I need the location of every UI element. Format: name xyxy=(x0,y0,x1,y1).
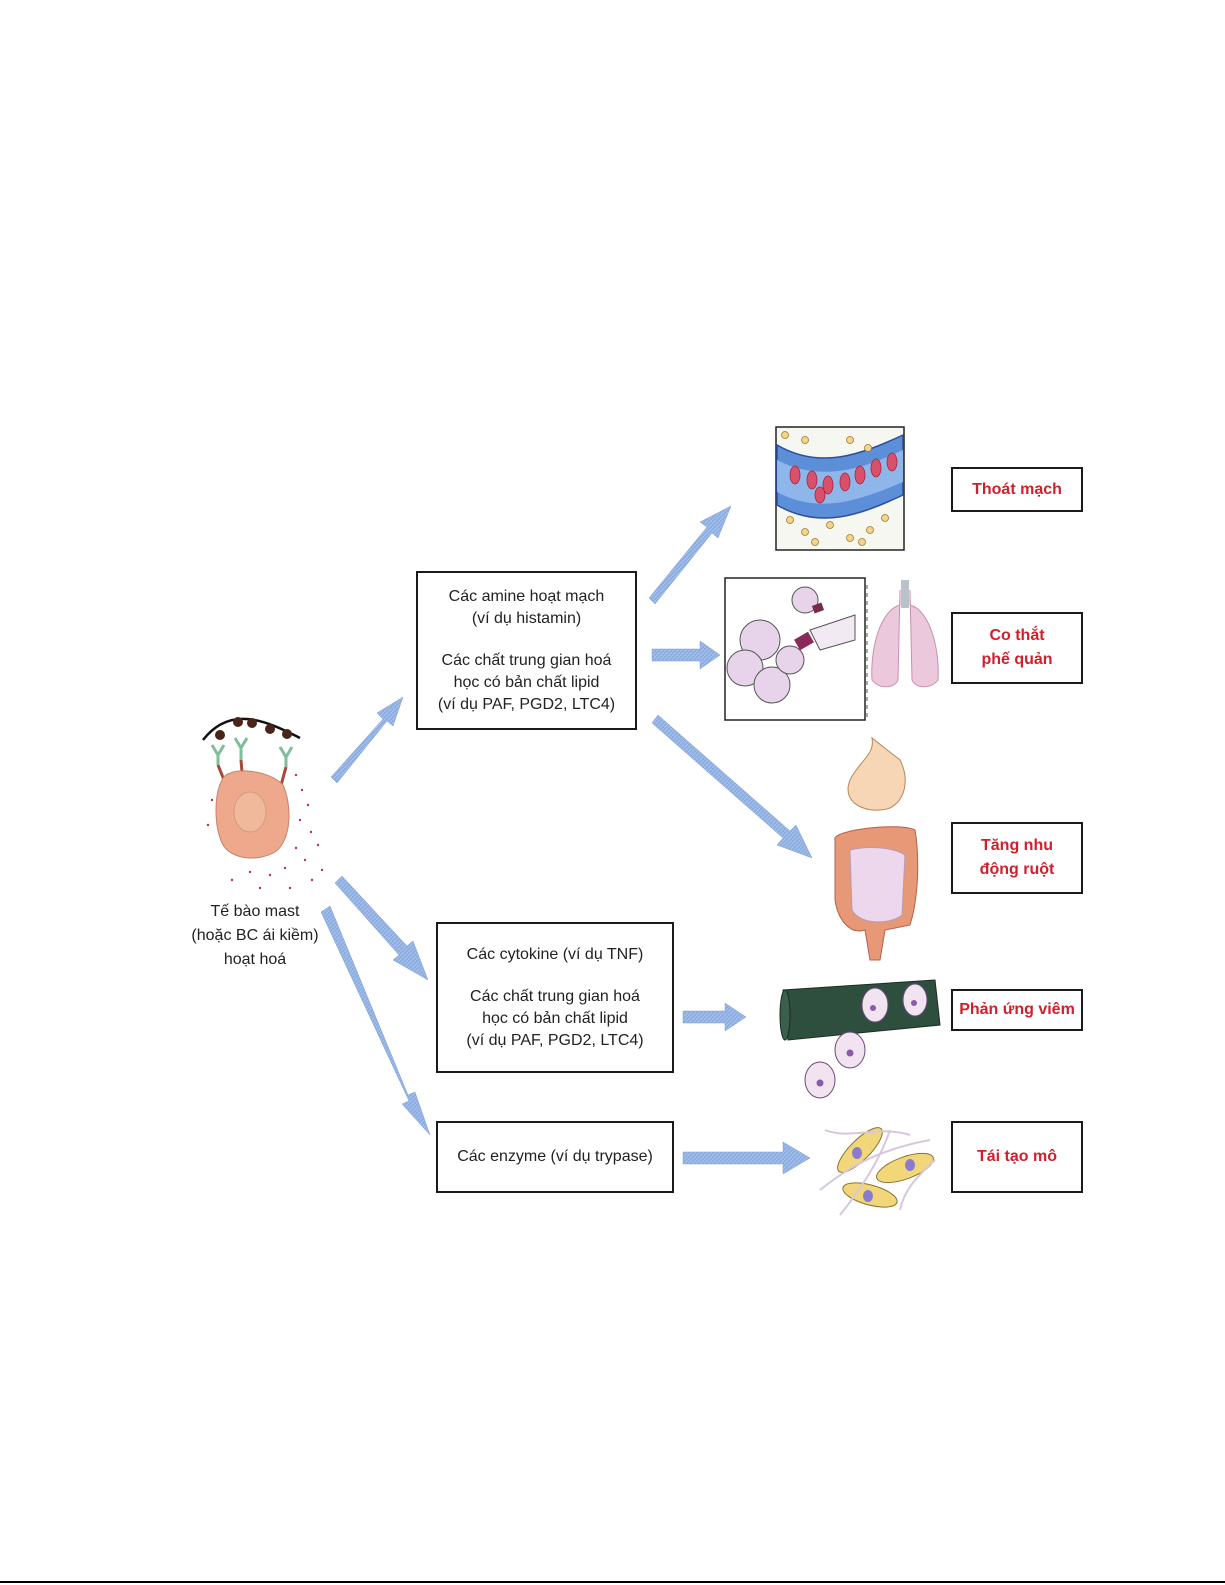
arrow-enzymes-to-remodeling xyxy=(682,1141,811,1175)
arrow-cell-to-cytokines xyxy=(334,875,429,981)
source-cell-label-line: hoạt hoá xyxy=(223,951,287,968)
source-cell-label-line: (hoặc BC ái kiềm) xyxy=(191,927,319,944)
mediator-line: (ví dụ histamin) xyxy=(471,609,582,627)
outcome-box-tissue-remodeling: Tái tạo mô xyxy=(951,1121,1083,1193)
inflammation-leukocytes-icon xyxy=(779,979,941,1099)
mediator-line: Các enzyme (ví dụ trypase) xyxy=(457,1148,653,1165)
mediator-box-enzymes: Các enzyme (ví dụ trypase) xyxy=(436,1121,674,1193)
arrow-cell-to-enzymes xyxy=(320,905,431,1136)
source-cell-label: Tế bào mast (hoặc BC ái kiềm) hoạt hoá xyxy=(185,900,325,972)
outcome-line: động ruột xyxy=(979,861,1055,878)
mediator-box-amines-lipid: Các amine hoạt mạch (ví dụ histamin) Các… xyxy=(416,571,637,730)
outcome-box-bronchoconstriction: Co thắt phế quản xyxy=(951,612,1083,684)
intestine-icon xyxy=(834,736,919,961)
arrow-cell-to-amines xyxy=(330,696,404,784)
outcome-line: Tái tạo mô xyxy=(976,1148,1057,1165)
arrow-amines-to-bronchi xyxy=(651,640,721,670)
arrow-amines-to-leakage xyxy=(648,505,732,605)
page-bottom-rule xyxy=(0,1581,1225,1583)
arrow-cytokines-to-inflammation xyxy=(682,1002,747,1032)
mediator-line: (ví dụ PAF, PGD2, LTC4) xyxy=(466,1031,644,1049)
outcome-line: Co thắt xyxy=(989,627,1045,644)
mediator-line: Các chất trung gian hoá xyxy=(470,987,640,1005)
outcome-box-intestinal-motility: Tăng nhu động ruột xyxy=(951,822,1083,894)
source-cell-label-line: Tế bào mast xyxy=(210,903,300,920)
mediator-box-cytokines-lipid: Các cytokine (ví dụ TNF) Các chất trung … xyxy=(436,922,674,1073)
outcome-line: Phản ứng viêm xyxy=(959,1001,1075,1018)
tissue-remodeling-fibroblast-icon xyxy=(819,1127,936,1216)
outcome-box-inflammation: Phản ứng viêm xyxy=(951,989,1083,1031)
mediator-line: (ví dụ PAF, PGD2, LTC4) xyxy=(437,695,616,713)
outcome-line: Thoát mạch xyxy=(972,480,1062,498)
outcome-line: phế quản xyxy=(981,651,1053,668)
mediator-line: học có bản chất lipid xyxy=(453,673,600,691)
blood-vessel-leakage-icon xyxy=(775,426,905,551)
activated-mast-cell-icon xyxy=(202,717,324,890)
outcome-box-vascular-leakage: Thoát mạch xyxy=(951,467,1083,512)
mediator-line: Các cytokine (ví dụ TNF) xyxy=(466,945,644,963)
mediator-line: Các chất trung gian hoá xyxy=(441,651,612,669)
arrow-amines-to-intestine xyxy=(651,714,813,859)
mediator-line: Các amine hoạt mạch xyxy=(448,587,605,605)
outcome-line: Tăng nhu xyxy=(981,837,1053,854)
mediator-line: học có bản chất lipid xyxy=(482,1009,628,1027)
bronchoconstriction-lungs-icon xyxy=(724,577,939,721)
